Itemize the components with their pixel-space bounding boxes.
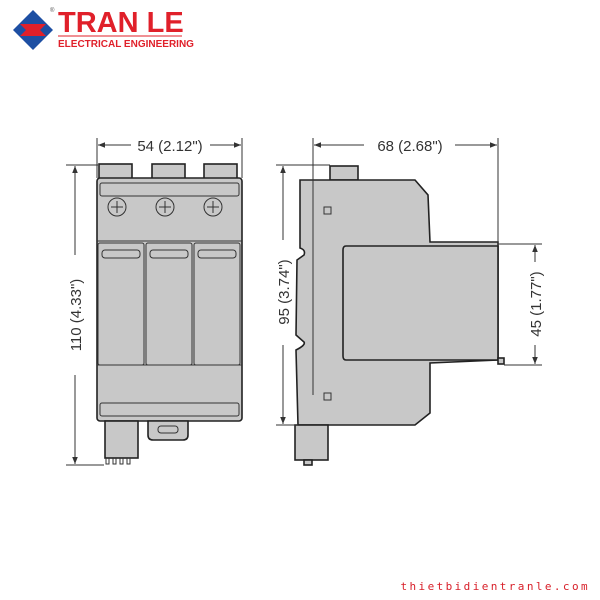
watermark-url: thietbidientranle.com (401, 580, 590, 593)
company-logo: ® TRAN LE ELECTRICAL ENGINEERING (13, 7, 194, 50)
front-view: 54 (2.12") 110 (4.33") (66, 138, 243, 466)
side-view: 68 (2.68") 95 (3.74") 45 (1.77") (276, 138, 545, 466)
dimension-side-depth: 68 (2.68") (377, 138, 442, 155)
dimension-side-height: 95 (3.74") (276, 259, 293, 324)
logo-tagline: ELECTRICAL ENGINEERING (58, 39, 194, 50)
registered-mark: ® (50, 7, 55, 14)
logo-name: TRAN LE (58, 7, 184, 39)
terminal-screw-icons (107, 197, 223, 217)
dimension-front-width: 54 (2.12") (137, 138, 202, 155)
dimension-module-height: 45 (1.77") (528, 271, 545, 336)
dimension-front-height: 110 (4.33") (68, 279, 85, 352)
